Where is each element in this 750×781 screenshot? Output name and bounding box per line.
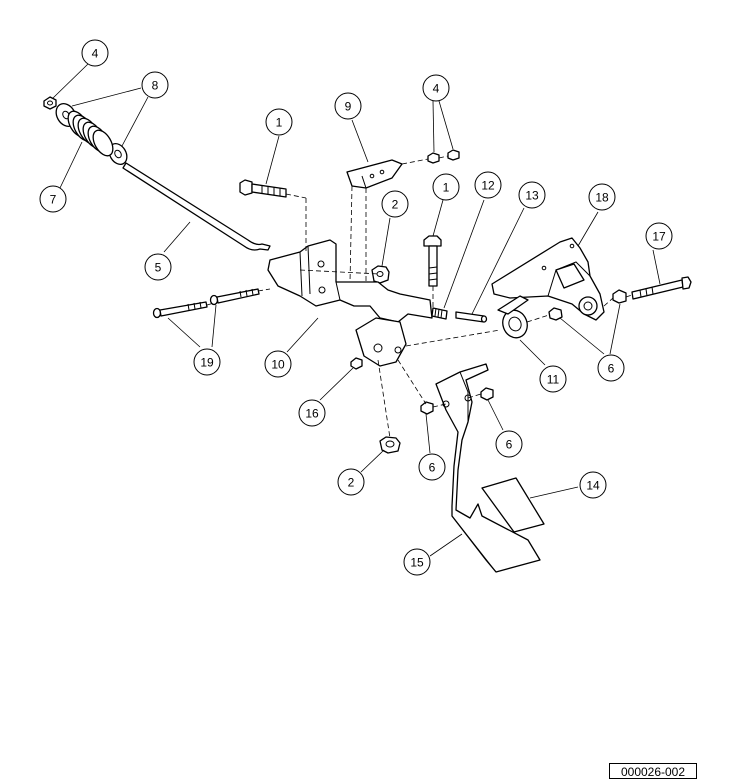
callout-label: 6	[429, 461, 436, 475]
part-bracket-10-pivot	[355, 317, 407, 367]
callout-label: 10	[271, 358, 285, 372]
callout-2-lower: 2	[337, 468, 365, 496]
part-nut-6-pedal-left	[420, 401, 434, 415]
callout-label: 2	[348, 476, 355, 490]
callout-5: 5	[144, 253, 172, 281]
figure-reference-code: 000026-002	[609, 763, 697, 779]
callout-4-upper-right: 4	[422, 74, 450, 102]
callout-12: 12	[474, 171, 502, 199]
callout-1-vertical: 1	[432, 173, 460, 201]
callout-label: 11	[547, 373, 560, 387]
callout-label: 6	[608, 362, 615, 376]
callout-label: 2	[392, 198, 399, 212]
part-pin-13	[455, 311, 488, 323]
part-nut-6-right	[548, 307, 563, 321]
callout-label: 7	[50, 193, 57, 207]
callout-8: 8	[141, 71, 169, 99]
callout-11: 11	[539, 365, 567, 393]
callout-label: 9	[345, 100, 352, 114]
callout-1-upper-left: 1	[265, 108, 293, 136]
callout-14: 14	[579, 471, 607, 499]
callout-16: 16	[298, 399, 326, 427]
part-pedal-pad-14	[481, 477, 545, 533]
part-rod-5	[122, 162, 271, 251]
callout-label: 6	[506, 438, 513, 452]
part-bolt-19-a	[152, 301, 208, 319]
part-nut-4-right-b	[447, 149, 460, 161]
leader-lines	[52, 63, 661, 557]
part-washer-8-right	[108, 143, 128, 165]
callout-label: 1	[443, 181, 450, 195]
part-nut-16	[350, 357, 363, 370]
part-cap-9	[346, 159, 403, 189]
callout-7: 7	[39, 185, 67, 213]
part-spring-12	[431, 307, 448, 320]
callout-label: 5	[155, 261, 162, 275]
callout-15: 15	[403, 548, 431, 576]
callout-label: 8	[152, 79, 159, 93]
part-bolt-17	[631, 276, 692, 300]
part-spring-7	[67, 110, 114, 157]
callout-4-top-left: 4	[81, 39, 109, 67]
part-nut-4-right-a	[427, 152, 440, 164]
part-bolt-1-vertical	[423, 235, 442, 287]
part-nut-4-left	[43, 96, 57, 110]
callout-label: 15	[410, 556, 424, 570]
callout-6-right: 6	[597, 354, 625, 382]
part-bracket-10	[267, 239, 433, 323]
callout-6-pedal-left: 6	[418, 453, 446, 481]
callout-label: 16	[305, 407, 319, 421]
callout-13: 13	[518, 181, 546, 209]
part-bolt-1-left	[239, 179, 287, 198]
callout-label: 17	[652, 230, 666, 244]
part-bolt-19-b	[209, 288, 260, 306]
callout-17: 17	[645, 222, 673, 250]
callout-label: 19	[200, 356, 214, 370]
callout-9: 9	[334, 92, 362, 120]
callout-6-pedal-right: 6	[495, 430, 523, 458]
callout-label: 4	[92, 47, 99, 61]
callout-label: 13	[525, 189, 539, 203]
part-bushing-11	[497, 295, 529, 339]
assembly-lines	[206, 155, 633, 439]
callout-18: 18	[588, 183, 616, 211]
part-nut-2-upper	[371, 265, 390, 284]
callout-label: 12	[481, 179, 495, 193]
callout-label: 1	[276, 116, 283, 130]
callout-label: 4	[433, 82, 440, 96]
part-nut-6-pedal-right	[480, 387, 494, 401]
callout-label: 14	[586, 479, 600, 493]
callout-10: 10	[264, 350, 292, 378]
callout-19: 19	[193, 348, 221, 376]
part-pedal-arm-15	[435, 363, 541, 573]
callout-2-upper: 2	[381, 190, 409, 218]
part-nut-6-farright	[612, 289, 627, 304]
callout-label: 18	[595, 191, 609, 205]
